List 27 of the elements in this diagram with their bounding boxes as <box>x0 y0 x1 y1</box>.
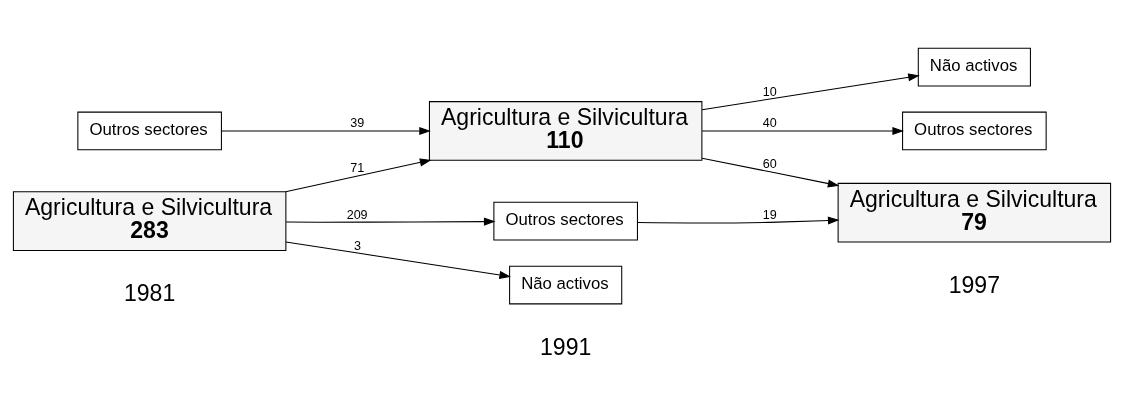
edge-label: 39 <box>350 115 365 130</box>
edge-label: 209 <box>346 207 368 222</box>
arrow <box>701 157 840 187</box>
arrow <box>637 215 840 225</box>
node-box: Outros sectores <box>493 201 638 240</box>
node-box: Agricultura e Silvicultura 283 <box>12 190 287 251</box>
edge-label: 60 <box>762 156 777 171</box>
arrow <box>701 72 920 110</box>
node-box: Agricultura e Silvicultura 110 <box>428 100 703 161</box>
arrow <box>701 126 904 135</box>
arrow <box>285 217 496 226</box>
label: 1981 <box>123 279 176 306</box>
label: 1991 <box>539 333 592 360</box>
node-box: Não activos <box>917 47 1031 86</box>
node-box: Outros sectores <box>902 111 1047 150</box>
edge-label: 40 <box>762 115 777 130</box>
edge-label: 71 <box>350 160 365 175</box>
arrow <box>221 126 431 135</box>
arrow <box>285 240 511 279</box>
edge-label: 19 <box>762 207 777 222</box>
node-box: Agricultura e Silvicultura 79 <box>837 182 1112 243</box>
node-box: Não activos <box>509 265 623 304</box>
label: 1997 <box>948 271 1000 298</box>
edge-label: 3 <box>353 238 361 253</box>
arrow <box>285 158 432 192</box>
node-box: Outros sectores <box>77 111 222 150</box>
edge-label: 10 <box>762 84 777 99</box>
